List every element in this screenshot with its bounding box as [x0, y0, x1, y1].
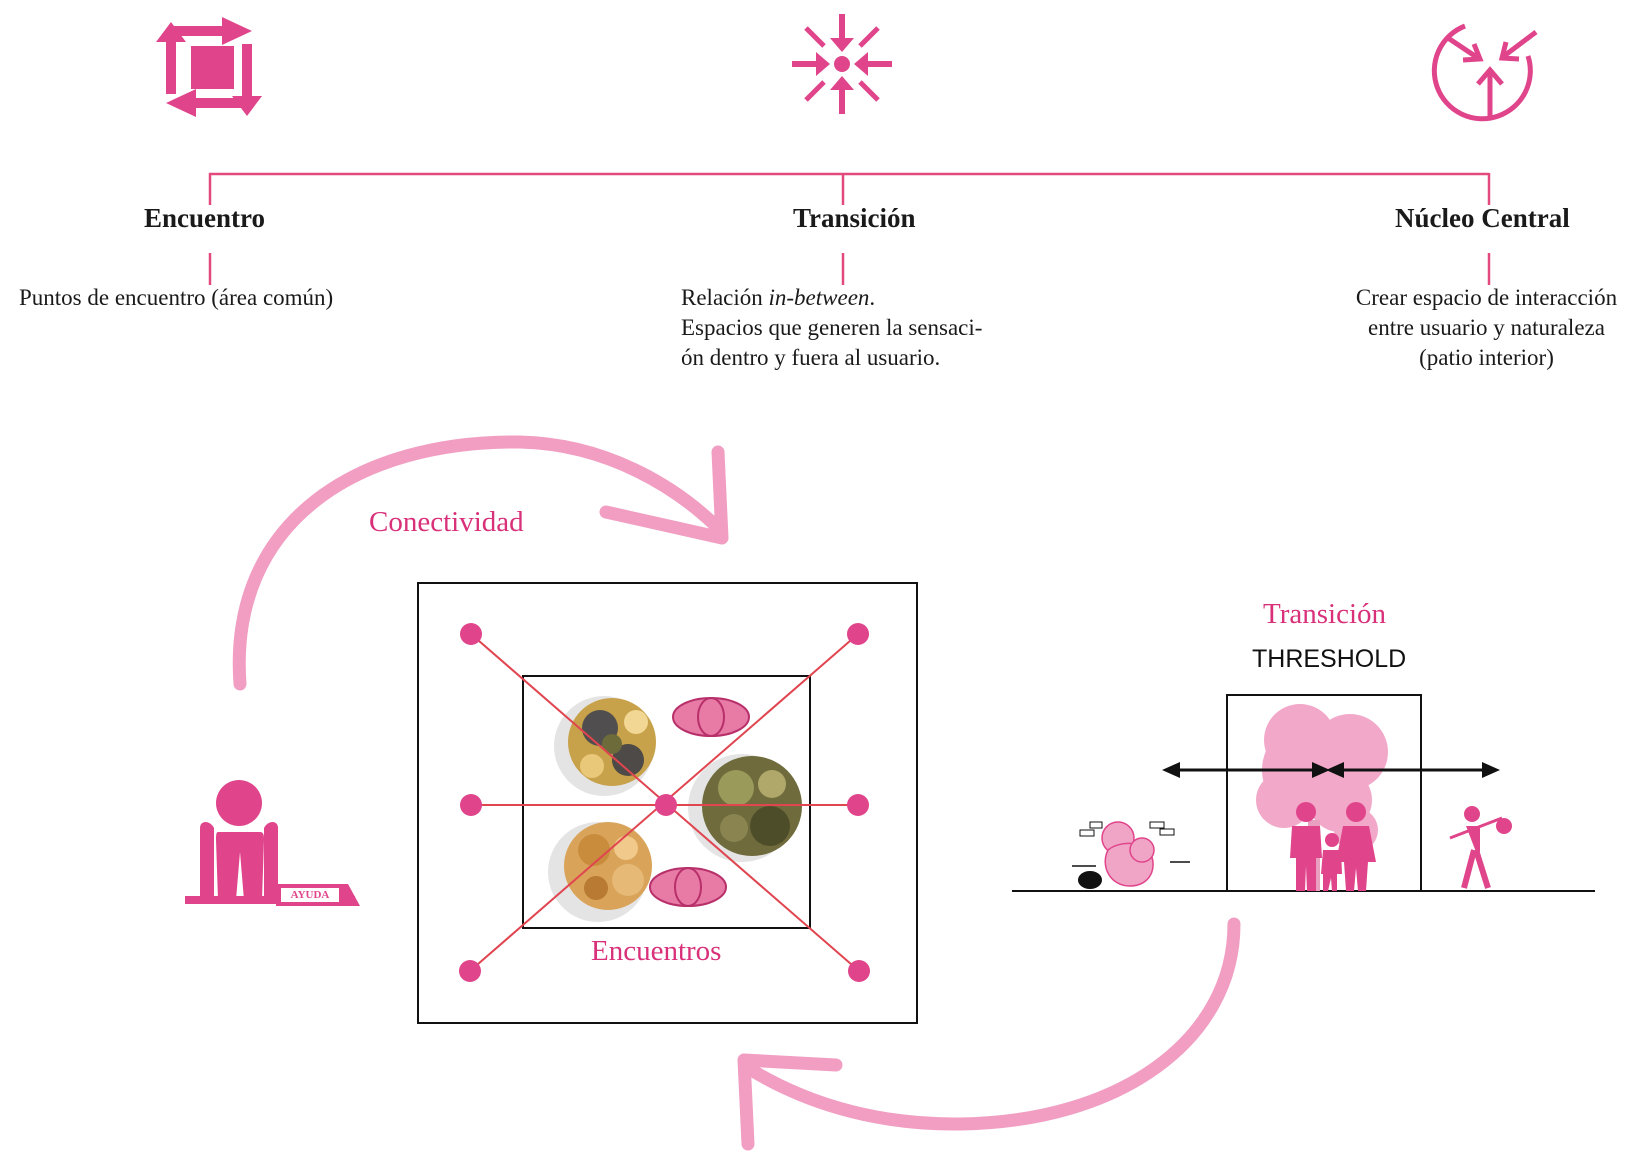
meeting-node [848, 960, 870, 982]
cycle-arrow-top [232, 435, 729, 691]
expand-arrows-icon [156, 17, 262, 117]
tree-canopy-3 [548, 822, 652, 922]
concept-description-transicion-line3: ón dentro y fuera al usuario. [681, 345, 941, 370]
concept-description-transicion-line1: Relación in-between. [681, 283, 875, 313]
crouched-person-figure [1072, 821, 1190, 889]
description-emphasis: in-between [768, 285, 870, 310]
meeting-node [847, 794, 869, 816]
family-figures [1290, 802, 1376, 891]
seating-ellipse-top [672, 697, 750, 737]
concept-connector-lines [208, 172, 1491, 285]
concept-description-nucleo-line3: (patio interior) [1419, 345, 1554, 370]
meeting-node [460, 623, 482, 645]
concept-description-encuentro: Puntos de encuentro (área común) [19, 285, 334, 310]
concept-description-nucleo-line2: entre usuario y naturaleza [1368, 315, 1605, 340]
meeting-node-center [655, 794, 677, 816]
concept-description-nucleo-line1: Crear espacio de interacción [1355, 285, 1618, 310]
meeting-node [460, 794, 482, 816]
concept-description-transicion-line2: Espacios que generen la sensaci- [681, 315, 983, 340]
converge-arrows-icon [792, 14, 892, 114]
connectivity-label: Conectividad [369, 506, 524, 538]
meetings-label: Encuentros [591, 935, 722, 967]
help-sign-label: AYUDA [290, 889, 330, 901]
transition-label: Transición [1263, 598, 1386, 630]
threshold-label: THRESHOLD [1252, 645, 1407, 673]
courtyard-plan [417, 582, 918, 1024]
description-suffix: . [869, 285, 876, 310]
threshold-double-arrows [1162, 762, 1500, 778]
seating-ellipse-bottom [649, 867, 727, 907]
meeting-node [847, 623, 869, 645]
concept-title-encuentro: Encuentro [144, 203, 266, 233]
traveler-figure [1449, 806, 1512, 889]
meeting-nodes [459, 623, 870, 982]
threshold-scene [1012, 694, 1595, 892]
concept-title-transicion: Transición [793, 203, 916, 233]
meeting-node [459, 960, 481, 982]
concept-title-nucleo-central: Núcleo Central [1395, 203, 1570, 233]
cycle-arrow-bottom [737, 917, 1241, 1151]
circle-converge-icon [1431, 23, 1538, 122]
description-prefix: Relación [681, 285, 769, 310]
seated-person-figure [185, 780, 360, 906]
